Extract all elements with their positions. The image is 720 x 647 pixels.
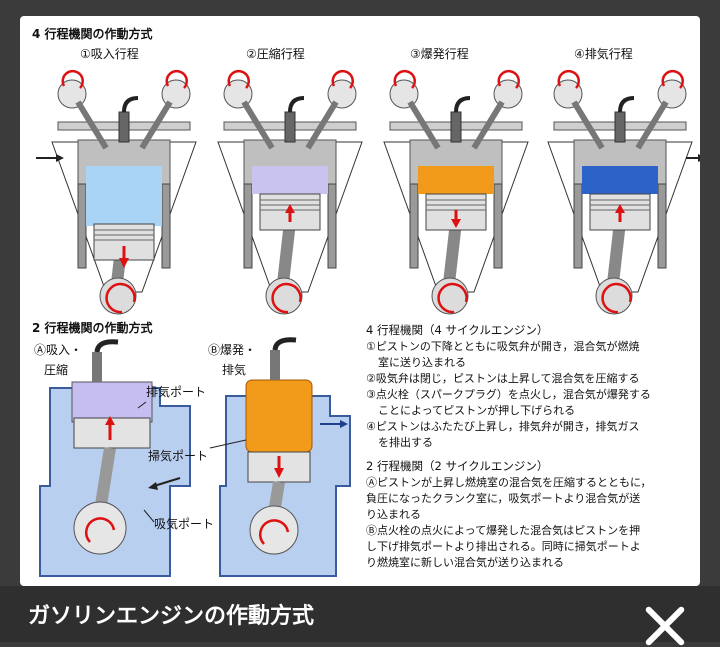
- two-stroke-b-label-1: Ⓑ爆発・: [208, 343, 256, 357]
- compression-stroke-diagram: [218, 71, 362, 314]
- four-line: ③点火栓（スパークプラグ）を点火し，混合気が爆発する: [366, 387, 651, 401]
- figure-card: 4 行程機関の作動方式 ①吸入行程 ②圧縮行程 ③爆発行程 ④排気行程: [20, 16, 700, 586]
- four-line: ②吸気弁は閉じ，ピストンは上昇して混合気を圧縮する: [366, 371, 640, 385]
- compression-gas: [252, 166, 328, 194]
- two-line: り燃焼室に新しい混合気が送り込まれる: [366, 555, 564, 569]
- four-line: ④ピストンはふたたび上昇し，排気弁が開き，排気ガス: [366, 419, 640, 433]
- two-stroke-b-label-2: 排気: [222, 362, 246, 377]
- four-line: を排出する: [378, 435, 433, 449]
- four-stroke-title: 4 行程機関（4 サイクルエンジン）: [366, 323, 548, 337]
- two-line: 負圧になったクランク室に，吸気ポートより混合気が送: [366, 491, 640, 505]
- two-line: り込まれる: [366, 508, 421, 521]
- two-stroke-title: 2 行程機関（2 サイクルエンジン）: [366, 459, 548, 473]
- stroke-label-compression: ②圧縮行程: [246, 46, 305, 61]
- callout-exhaust-port: 排気ポート: [146, 384, 206, 399]
- stroke-label-intake: ①吸入行程: [80, 46, 139, 61]
- exhaust-gas: [582, 166, 658, 194]
- two-line: Ⓑ点火栓の点火によって爆発した混合気はピストンを押: [366, 523, 640, 537]
- callout-scavenge-port: 掃気ポート: [148, 448, 208, 463]
- two-line: し下げ排気ポートより排出される。同時に掃気ポートよ: [366, 539, 641, 553]
- stroke-label-power: ③爆発行程: [410, 46, 469, 61]
- image-caption: ガソリンエンジンの作動方式: [28, 598, 314, 630]
- power-gas: [418, 166, 494, 194]
- intake-stroke-diagram: [36, 71, 196, 314]
- four-line: 室に送り込まれる: [378, 355, 466, 369]
- two-line: Ⓐピストンが上昇し燃焼室の混合気を圧縮するとともに，: [366, 475, 651, 489]
- exhaust-stroke-diagram: [548, 71, 700, 314]
- callout-intake-port: 吸気ポート: [154, 516, 214, 531]
- power-stroke-diagram: [384, 71, 528, 314]
- four-stroke-heading: 4 行程機関の作動方式: [32, 26, 153, 41]
- explanation-panel: 4 行程機関（4 サイクルエンジン） ①ピストンの下降とともに吸気弁が開き，混合…: [366, 323, 651, 569]
- four-line: ことによってピストンが押し下げられる: [378, 403, 575, 417]
- intake-gas: [86, 166, 162, 226]
- two-stroke-a-label-2: 圧縮: [44, 362, 68, 377]
- stroke-label-exhaust: ④排気行程: [574, 46, 633, 61]
- four-line: ①ピストンの下降とともに吸気弁が開き，混合気が燃焼: [366, 339, 640, 353]
- engine-figure: 4 行程機関の作動方式 ①吸入行程 ②圧縮行程 ③爆発行程 ④排気行程: [20, 16, 700, 586]
- close-icon[interactable]: [640, 600, 690, 642]
- two-stroke-a-label-1: Ⓐ吸入・: [34, 343, 82, 357]
- two-stroke-heading: 2 行程機関の作動方式: [32, 320, 153, 335]
